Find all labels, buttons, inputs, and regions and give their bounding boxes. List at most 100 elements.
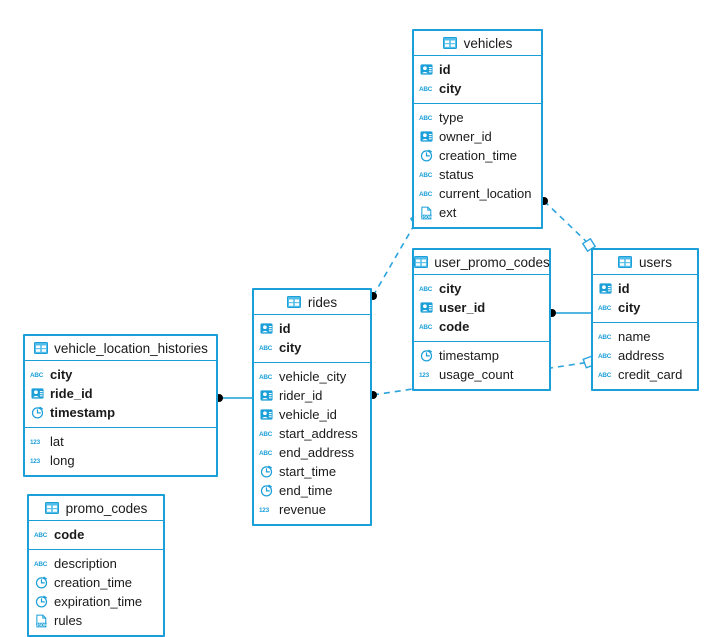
table-header-rides[interactable]: rides: [254, 290, 370, 315]
abc-text-icon: ABC: [259, 426, 274, 441]
regular-fields: timestamp 123 usage_count: [414, 341, 549, 389]
field-row[interactable]: ABC description: [29, 554, 163, 573]
svg-text:ABC: ABC: [259, 450, 273, 457]
field-row[interactable]: id: [254, 319, 370, 338]
key-person-icon: [419, 300, 434, 315]
field-row[interactable]: creation_time: [414, 146, 541, 165]
field-row[interactable]: ABC current_location: [414, 184, 541, 203]
abc-text-icon: ABC: [419, 186, 434, 201]
abc-text-icon: ABC: [419, 319, 434, 334]
table-node-promo_codes[interactable]: promo_codes ABC code ABC description: [27, 494, 165, 637]
primary-key-fields: ABC city user_id: [414, 275, 549, 341]
field-row[interactable]: timestamp: [414, 346, 549, 365]
svg-text:ABC: ABC: [34, 532, 48, 539]
key-person-icon: [30, 386, 45, 401]
field-row[interactable]: 123 usage_count: [414, 365, 549, 384]
key-person-icon: [259, 407, 274, 422]
field-name: id: [439, 62, 451, 77]
field-row[interactable]: ABC city: [25, 365, 216, 384]
clock-icon: [419, 148, 434, 163]
table-node-user_promo_codes[interactable]: user_promo_codes ABC city: [412, 248, 551, 391]
field-name: description: [54, 556, 117, 571]
field-row[interactable]: ABC credit_card: [593, 365, 697, 384]
relationship-vehicles-users[interactable]: [540, 197, 597, 253]
table-node-rides[interactable]: rides id ABC: [252, 288, 372, 526]
field-row[interactable]: 123 revenue: [254, 500, 370, 519]
field-name: vehicle_city: [279, 369, 347, 384]
field-name: usage_count: [439, 367, 514, 382]
field-name: rules: [54, 613, 83, 628]
field-row[interactable]: id: [593, 279, 697, 298]
field-row[interactable]: start_time: [254, 462, 370, 481]
field-row[interactable]: rider_id: [254, 386, 370, 405]
table-icon: [287, 295, 302, 310]
abc-text-icon: ABC: [598, 329, 613, 344]
table-header-vehicles[interactable]: vehicles: [414, 31, 541, 56]
abc-text-icon: ABC: [419, 281, 434, 296]
field-row[interactable]: ABC status: [414, 165, 541, 184]
table-header-vehicle_location_histories[interactable]: vehicle_location_histories: [25, 336, 216, 361]
table-name-label: user_promo_codes: [434, 254, 550, 270]
svg-text:123: 123: [259, 507, 270, 514]
abc-text-icon: ABC: [34, 556, 49, 571]
field-row[interactable]: ABC code: [29, 525, 163, 544]
field-row[interactable]: 123 lat: [25, 432, 216, 451]
field-name: type: [439, 110, 464, 125]
table-header-users[interactable]: users: [593, 250, 697, 275]
number-123-icon: 123: [30, 453, 45, 468]
field-row[interactable]: JSON ext: [414, 203, 541, 222]
field-row[interactable]: user_id: [414, 298, 549, 317]
field-name: city: [439, 81, 462, 96]
relationship-user_promo_codes-users[interactable]: [548, 309, 591, 317]
field-row[interactable]: ABC end_address: [254, 443, 370, 462]
field-row[interactable]: ride_id: [25, 384, 216, 403]
field-row[interactable]: ABC city: [414, 279, 549, 298]
field-row[interactable]: ABC vehicle_city: [254, 367, 370, 386]
svg-text:ABC: ABC: [34, 561, 48, 568]
field-name: credit_card: [618, 367, 683, 382]
clock-icon: [34, 594, 49, 609]
relationship-vehicle_location_histories-rides[interactable]: [215, 394, 252, 402]
regular-fields: 123 lat 123 long: [25, 427, 216, 475]
field-row[interactable]: end_time: [254, 481, 370, 500]
table-node-users[interactable]: users id ABC: [591, 248, 699, 391]
regular-fields: ABC type owner_id: [414, 103, 541, 227]
table-name-label: vehicles: [463, 35, 513, 51]
field-row[interactable]: ABC name: [593, 327, 697, 346]
field-row[interactable]: expiration_time: [29, 592, 163, 611]
table-header-user_promo_codes[interactable]: user_promo_codes: [413, 250, 550, 275]
number-123-icon: 123: [259, 502, 274, 517]
field-row[interactable]: ABC city: [593, 298, 697, 317]
field-row[interactable]: ABC start_address: [254, 424, 370, 443]
table-node-vehicle_location_histories[interactable]: vehicle_location_histories ABC city: [23, 334, 218, 477]
field-name: vehicle_id: [279, 407, 337, 422]
field-row[interactable]: ABC city: [414, 79, 541, 98]
field-row[interactable]: ABC code: [414, 317, 549, 336]
table-header-promo_codes[interactable]: promo_codes: [29, 496, 163, 521]
key-person-icon: [419, 62, 434, 77]
abc-text-icon: ABC: [598, 348, 613, 363]
table-node-vehicles[interactable]: vehicles id: [412, 29, 543, 229]
field-row[interactable]: ABC city: [254, 338, 370, 357]
field-row[interactable]: ABC address: [593, 346, 697, 365]
table-icon: [443, 36, 458, 51]
field-row[interactable]: 123 long: [25, 451, 216, 470]
svg-text:JSON: JSON: [36, 622, 47, 627]
field-row[interactable]: vehicle_id: [254, 405, 370, 424]
field-row[interactable]: creation_time: [29, 573, 163, 592]
field-name: timestamp: [439, 348, 499, 363]
abc-text-icon: ABC: [419, 81, 434, 96]
primary-key-fields: id ABC city: [414, 56, 541, 103]
field-name: user_id: [439, 300, 486, 315]
svg-text:123: 123: [30, 458, 41, 465]
field-row[interactable]: owner_id: [414, 127, 541, 146]
field-row[interactable]: id: [414, 60, 541, 79]
field-row[interactable]: ABC type: [414, 108, 541, 127]
key-person-icon: [259, 388, 274, 403]
primary-key-fields: id ABC city: [593, 275, 697, 322]
abc-text-icon: ABC: [30, 367, 45, 382]
svg-text:ABC: ABC: [419, 86, 433, 93]
field-row[interactable]: timestamp: [25, 403, 216, 422]
field-row[interactable]: JSON rules: [29, 611, 163, 630]
